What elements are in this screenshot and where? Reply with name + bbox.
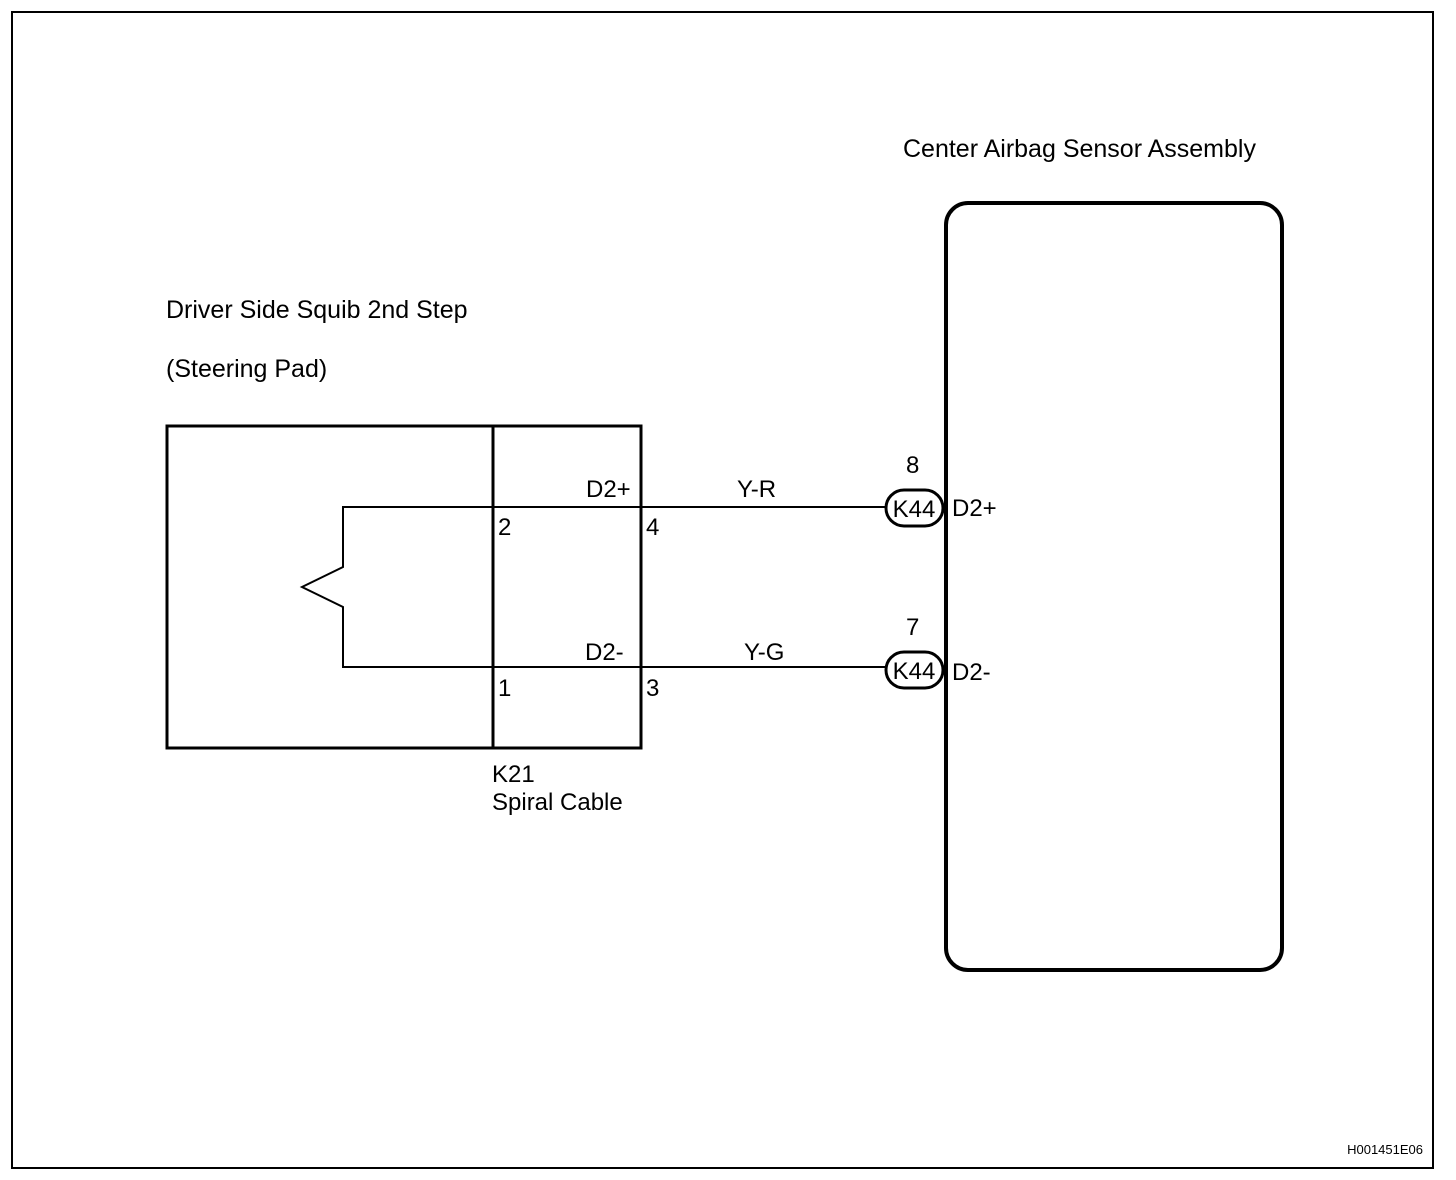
figure-code: H001451E06 <box>1347 1142 1423 1157</box>
wire-color-y-r: Y-R <box>737 476 776 503</box>
diagram-frame <box>11 11 1434 1169</box>
sensor-pin-7: 7 <box>906 614 919 641</box>
spiral-cable-pin-4: 4 <box>646 514 659 541</box>
spiral-cable-code: K21 <box>492 761 535 788</box>
spiral-cable-name: Spiral Cable <box>492 789 623 816</box>
connector-k44-upper <box>884 488 945 528</box>
spiral-cable-pin-3: 3 <box>646 675 659 702</box>
sensor-box <box>944 201 1284 972</box>
sensor-signal-d2minus: D2- <box>952 659 991 686</box>
spiral-cable-pin-1: 1 <box>498 675 511 702</box>
squib-subtitle: (Steering Pad) <box>166 355 327 383</box>
spiral-cable-signal-d2plus: D2+ <box>586 476 631 503</box>
spiral-cable-box <box>491 424 643 750</box>
connector-k44-lower-code: K44 <box>893 658 936 685</box>
sensor-signal-d2plus: D2+ <box>952 495 997 522</box>
spiral-cable-pin-2: 2 <box>498 514 511 541</box>
squib-element-symbol <box>299 506 493 668</box>
spiral-cable-signal-d2minus: D2- <box>585 639 624 666</box>
sensor-title: Center Airbag Sensor Assembly <box>903 135 1256 163</box>
connector-k44-lower <box>884 650 945 690</box>
connector-k44-upper-code: K44 <box>893 496 936 523</box>
wire-color-y-g: Y-G <box>744 639 784 666</box>
sensor-pin-8: 8 <box>906 452 919 479</box>
squib-title: Driver Side Squib 2nd Step <box>166 296 468 324</box>
squib-box <box>165 424 495 750</box>
